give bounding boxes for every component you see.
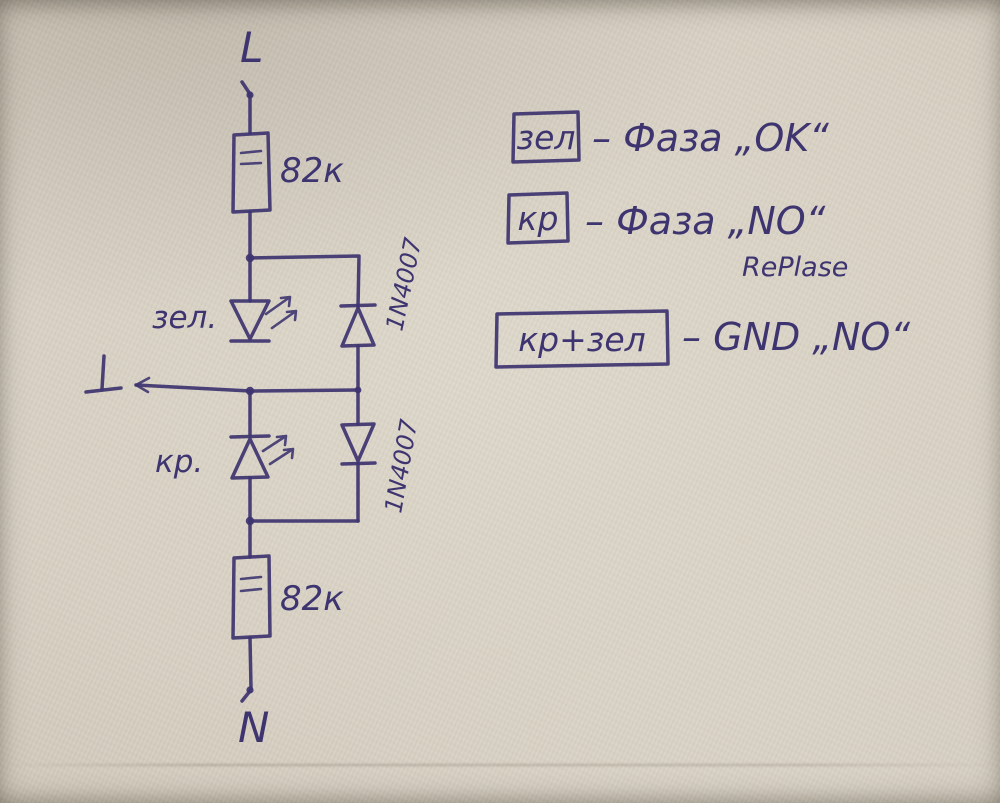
led-red-label: кр. [155, 444, 203, 480]
diode-top-bar [339, 303, 377, 308]
terminal-n-label: N [238, 703, 269, 752]
legend: зел – Фаза „OK“ кр – Фаза „NO“ RePlase к… [494, 110, 910, 369]
legend-box-green-label: зел [517, 118, 576, 157]
legend-box-green [511, 110, 581, 164]
led-green: зел. [152, 256, 298, 343]
led-green-ray-2 [270, 309, 298, 330]
led-red: кр. [155, 389, 295, 480]
legend-text-red-green: – GND „NO“ [682, 315, 910, 359]
led-red-bar [229, 434, 271, 439]
legend-box-red-green [494, 309, 670, 369]
terminal-l-label: L [240, 23, 263, 72]
led-green-label: зел. [152, 300, 217, 336]
diode-1n4007-bottom: 1N4007 [340, 417, 423, 523]
diode-bottom-triangle [340, 422, 376, 463]
diode-1n4007-top: 1N4007 [339, 234, 428, 426]
led-green-triangle [229, 299, 271, 341]
wire-resistor-to-n [248, 636, 253, 690]
legend-text-red: – Фаза „NO“ [585, 199, 826, 243]
wire-ground-rail [134, 383, 360, 393]
led-red-ray-1 [261, 434, 288, 453]
led-green-ray-1 [264, 295, 292, 316]
terminal-n-tick [240, 689, 252, 703]
resistor-bottom-label: 82к [280, 579, 344, 619]
diode-top-triangle [340, 306, 376, 348]
wire-top-rail [248, 254, 361, 309]
resistor-bottom-mark [239, 575, 263, 593]
resistor-top: 82к [231, 131, 344, 214]
legend-text-green: – Фаза „OK“ [592, 116, 829, 160]
legend-item-green: зел – Фаза „OK“ [511, 110, 829, 164]
diode-bottom-label: 1N4007 [379, 417, 423, 515]
legend-box-red [506, 191, 570, 245]
legend-box-red-green-label: кр+зел [518, 320, 645, 359]
legend-note-replase: RePlase [742, 252, 848, 283]
legend-item-red: кр – Фаза „NO“ RePlase [506, 191, 848, 283]
legend-box-red-label: кр [518, 199, 559, 238]
diode-top-label: 1N4007 [380, 234, 427, 333]
legend-item-red-green: кр+зел – GND „NO“ [494, 309, 910, 369]
ground-symbol [84, 354, 123, 394]
resistor-bottom: 82к [231, 554, 344, 640]
circuit: L 82к зел. 1N4007 [84, 23, 428, 752]
resistor-top-label: 82к [280, 151, 344, 191]
led-red-ray-2 [268, 447, 295, 466]
led-red-triangle [230, 437, 270, 480]
ground-arrowhead [134, 376, 151, 394]
resistor-top-mark [239, 149, 263, 166]
